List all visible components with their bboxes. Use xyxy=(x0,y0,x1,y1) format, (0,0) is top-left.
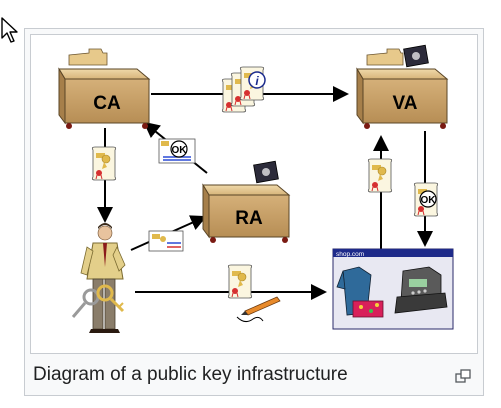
va-desk: VA xyxy=(356,44,449,129)
ok-scroll-icon: OK xyxy=(413,182,439,217)
ca-label: CA xyxy=(93,93,121,114)
cash-register-icon xyxy=(394,266,448,314)
request-card-icon xyxy=(148,230,184,252)
mouse-cursor-icon xyxy=(1,17,18,43)
user-person-icon xyxy=(80,223,126,333)
figure-thumbnail: CA VA xyxy=(24,28,484,396)
ok-badge-va: OK xyxy=(421,195,437,206)
shop-window: shop.com xyxy=(332,248,454,330)
ra-desk: RA xyxy=(202,160,291,243)
ra-label: RA xyxy=(235,208,263,229)
signed-certificate-icon xyxy=(227,264,253,299)
info-badge: i xyxy=(255,74,259,88)
pen-icon xyxy=(236,296,281,323)
enlarge-icon[interactable] xyxy=(455,369,471,383)
pki-diagram[interactable]: CA VA xyxy=(30,34,478,354)
shop-url: shop.com xyxy=(336,251,364,258)
certificate-icon-shop-va xyxy=(367,158,393,193)
ok-card-icon: OK xyxy=(158,138,196,164)
pki-diagram-svg: CA VA xyxy=(58,44,454,333)
certificate-stack-icon: i xyxy=(221,66,266,113)
ca-desk: CA xyxy=(58,48,151,129)
key-icon xyxy=(71,284,125,318)
figure-caption: Diagram of a public key infrastructure xyxy=(33,364,348,385)
va-label: VA xyxy=(393,93,418,114)
certificate-icon-ca-user xyxy=(91,146,117,181)
shopping-bag-icon xyxy=(336,266,384,318)
ok-badge-ra: OK xyxy=(172,145,188,156)
